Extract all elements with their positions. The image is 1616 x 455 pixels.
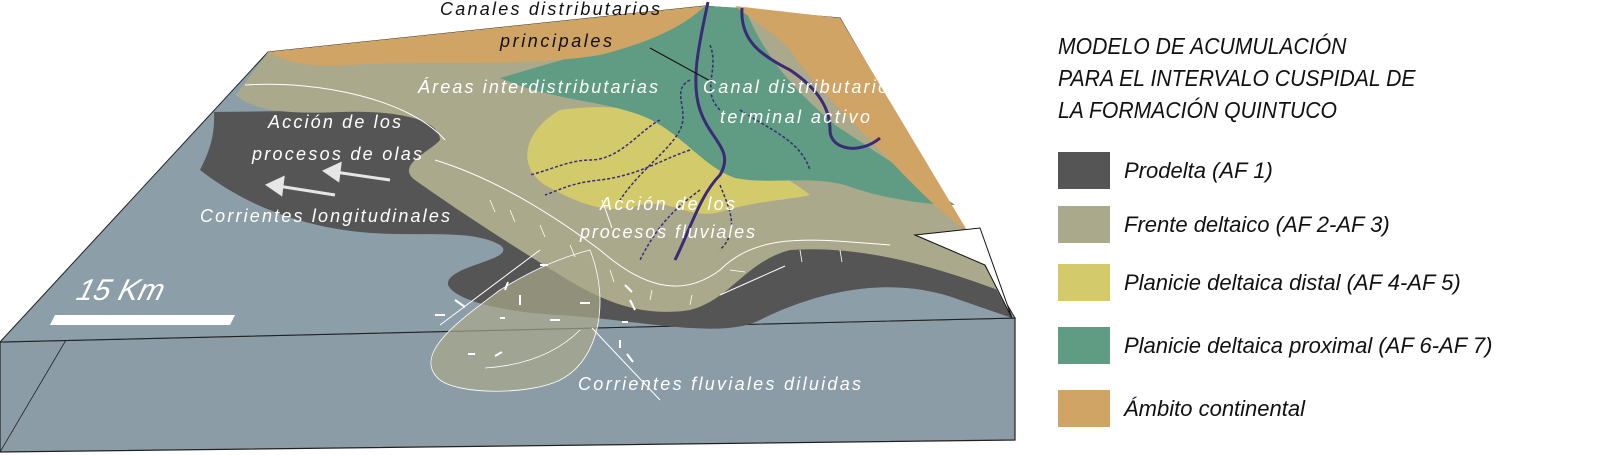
main-channel-east: [740, 7, 881, 150]
block-diagram: 15 Km Canales distributarios principales…: [0, 0, 1016, 453]
legend-title-line-3: LA FORMACIÓN QUINTUCO: [1058, 97, 1338, 123]
label-diluted-currents: Corrientes fluviales diluidas: [578, 374, 861, 394]
label-longshore: Corrientes longitudinales: [200, 206, 450, 226]
label-interdistributary: Áreas interdistributarias: [417, 77, 658, 97]
label-wave-action-2: procesos de olas: [251, 144, 422, 164]
legend-label: Ámbito continental: [1124, 395, 1305, 421]
planicie-proximal-zone: [500, 6, 955, 205]
ambito-continental-zone-east: [735, 6, 968, 232]
shoreline-line: [244, 83, 891, 287]
legend-label: Planicie deltaica distal (AF 4-AF 5): [1124, 269, 1461, 295]
legend-swatch: [1058, 264, 1110, 301]
legend: MODELO DE ACUMULACIÓN PARA EL INTERVALO …: [1058, 30, 1616, 427]
legend-swatch: [1058, 390, 1110, 427]
longshore-arrow-icon: [264, 161, 391, 197]
legend-item-prodelta: Prodelta (AF 1): [1058, 152, 1273, 189]
legend-label: Frente deltaico (AF 2-AF 3): [1124, 211, 1390, 237]
legend-swatch: [1058, 206, 1110, 243]
legend-item-planicie-distal: Planicie deltaica distal (AF 4-AF 5): [1058, 264, 1461, 301]
legend-swatch: [1058, 327, 1110, 364]
scale-label: 15 Km: [73, 273, 169, 306]
label-wave-action-1: Acción de los: [267, 112, 401, 132]
main-channel: [673, 1, 727, 261]
label-terminal-channel-1: Canal distributario: [703, 77, 888, 97]
ambito-continental-zone: [268, 6, 705, 66]
legend-swatch: [1058, 152, 1110, 189]
distributary-channels: [529, 44, 811, 261]
block-edge: [0, 339, 67, 453]
shoreface-ticks: [489, 199, 843, 306]
legend-label: Prodelta (AF 1): [1124, 157, 1273, 183]
label-main-channels-2: principales: [499, 31, 612, 51]
legend-title-line-1: MODELO DE ACUMULACIÓN: [1058, 33, 1347, 59]
diluted-plume: [430, 249, 601, 392]
label-fluvial-action-1: Acción de los: [599, 194, 735, 214]
leader-lines: [439, 47, 786, 401]
label-main-channels-1: Canales distributarios: [440, 0, 660, 19]
legend-title-line-2: PARA EL INTERVALO CUSPIDAL DE: [1058, 65, 1416, 91]
legend-item-planicie-proximal: Planicie deltaica proximal (AF 6-AF 7): [1058, 327, 1492, 364]
legend-item-frente-deltaico: Frente deltaico (AF 2-AF 3): [1058, 206, 1390, 243]
scale-bar: 15 Km: [50, 273, 235, 325]
big-arrow-icon: [913, 227, 1013, 319]
legend-label: Planicie deltaica proximal (AF 6-AF 7): [1124, 332, 1493, 358]
plume-line: [484, 329, 581, 369]
legend-item-ambito-continental: Ámbito continental: [1058, 390, 1305, 427]
turbulence-marks: [435, 264, 636, 363]
planicie-distal-zone: [527, 107, 810, 214]
